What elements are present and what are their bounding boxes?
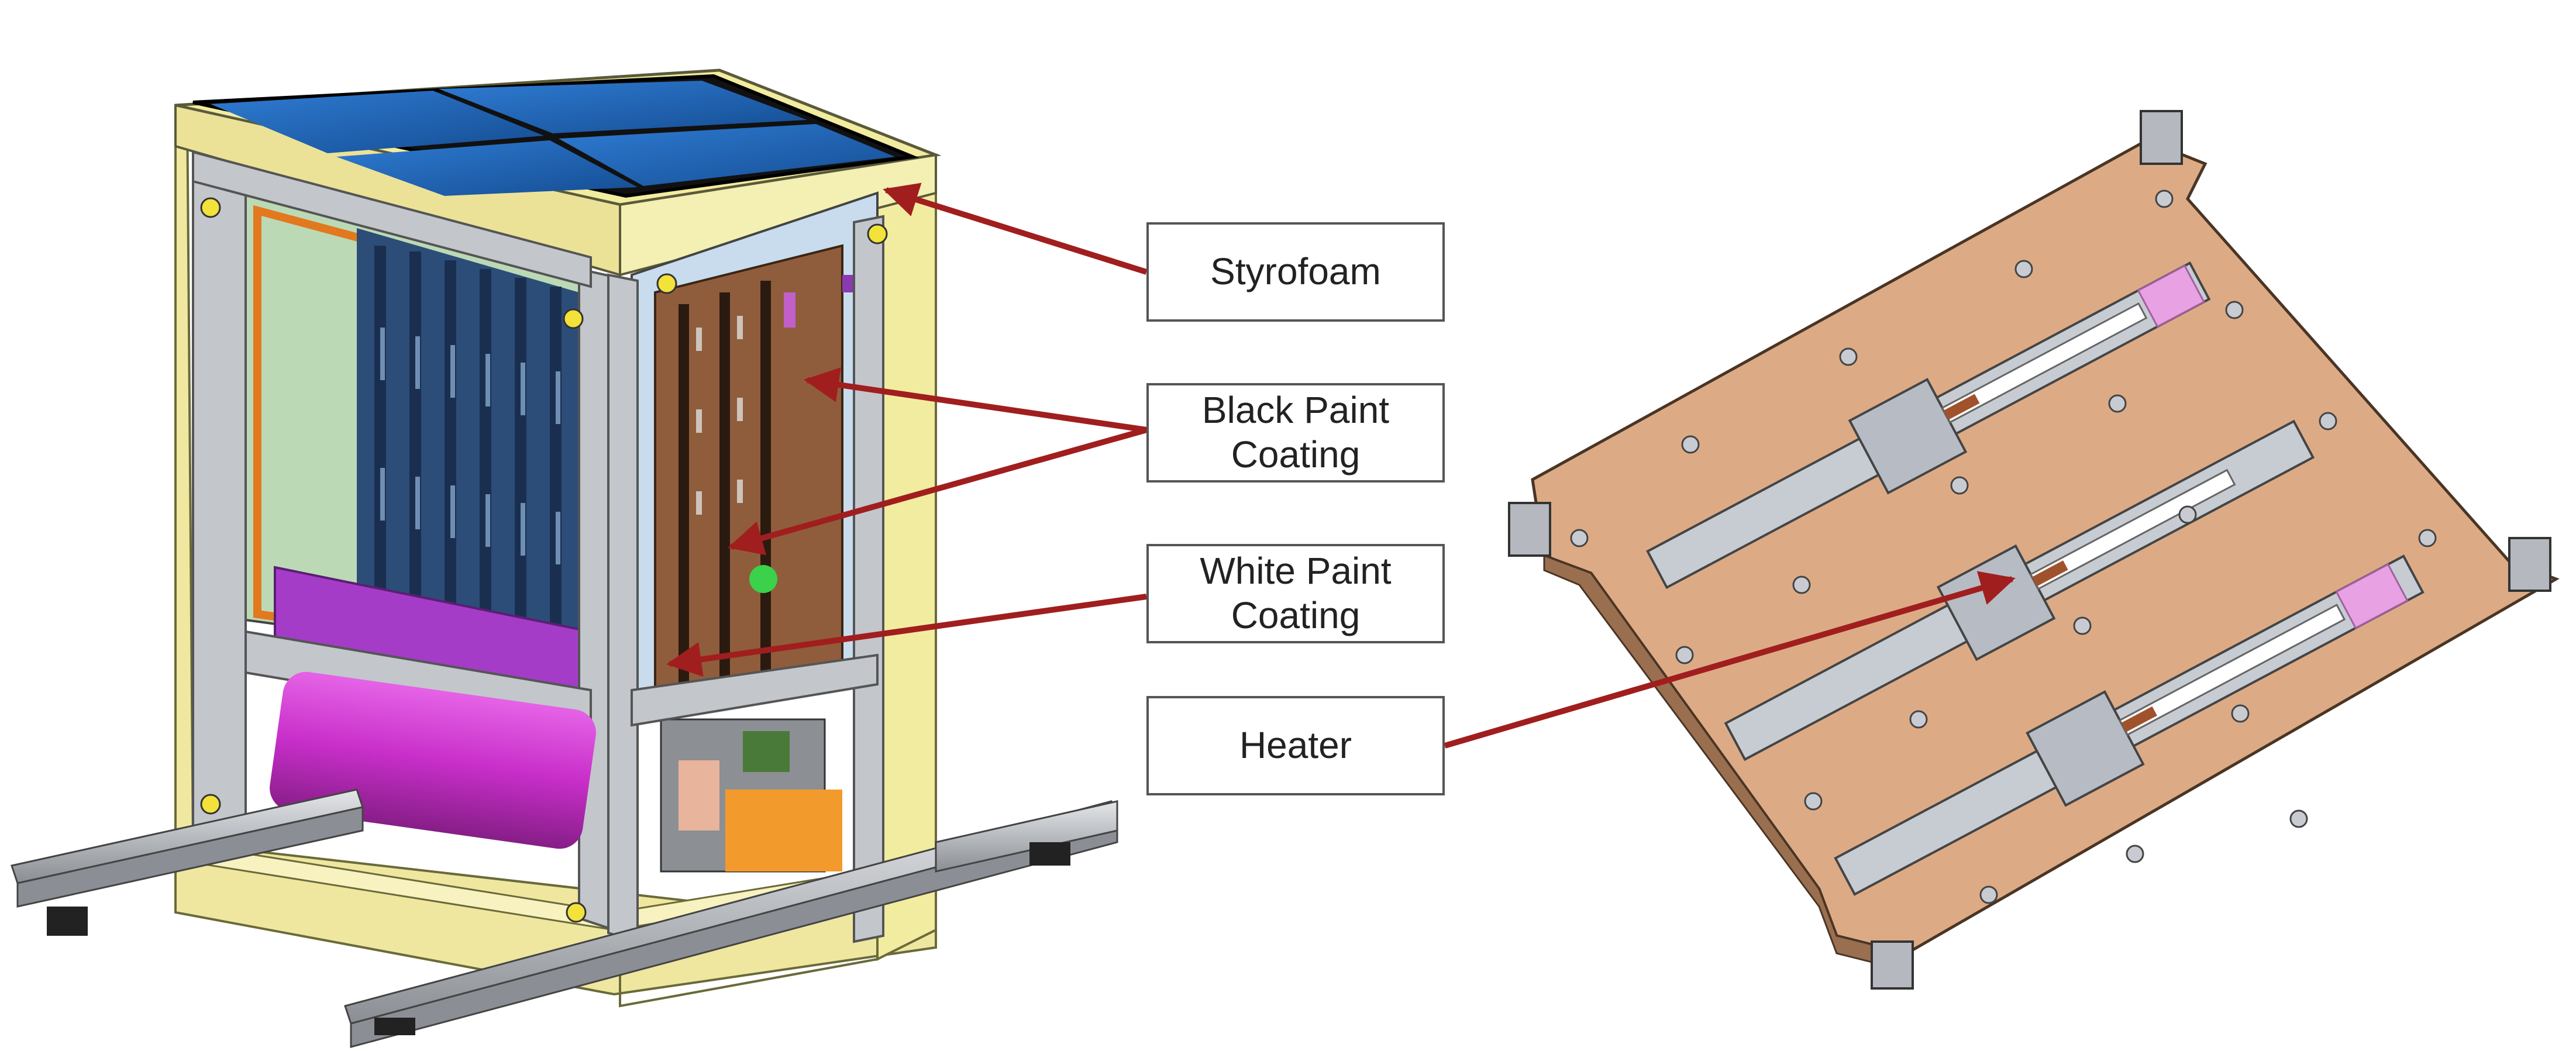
- white-paint-label-line1: White Paint: [1200, 550, 1392, 592]
- heater-strips: [1646, 261, 2425, 896]
- styrofoam-label-text: Styrofoam: [1210, 250, 1381, 293]
- arrow-heater: [1444, 571, 2016, 749]
- arrow-black-paint-2: [728, 427, 1148, 556]
- black-paint-coating-label: Black Paint Coating: [1146, 383, 1445, 483]
- black-paint-label-line1: Black Paint: [1201, 389, 1390, 432]
- front-left-window: [244, 185, 592, 721]
- enclosure-assembly: [11, 68, 1118, 1048]
- styrofoam-left-wall: [174, 104, 195, 843]
- solar-panel: [192, 74, 919, 198]
- heater-label: Heater: [1146, 696, 1445, 795]
- callout-arrows: [666, 182, 2016, 749]
- arrow-styrofoam: [883, 182, 1148, 275]
- arrow-black-paint-1: [804, 367, 1147, 433]
- base-rails: [11, 788, 1118, 1048]
- styrofoam-right-wall: [876, 144, 937, 962]
- styrofoam-label: Styrofoam: [1146, 222, 1445, 322]
- white-paint-coating-label: White Paint Coating: [1146, 544, 1445, 643]
- side-interior: [631, 191, 879, 873]
- arrow-white-paint: [666, 594, 1147, 677]
- heater-label-text: Heater: [1239, 724, 1352, 767]
- white-paint-label-line2: Coating: [1231, 594, 1361, 636]
- heater-plate: [1508, 110, 2560, 990]
- black-paint-label-line2: Coating: [1231, 433, 1361, 475]
